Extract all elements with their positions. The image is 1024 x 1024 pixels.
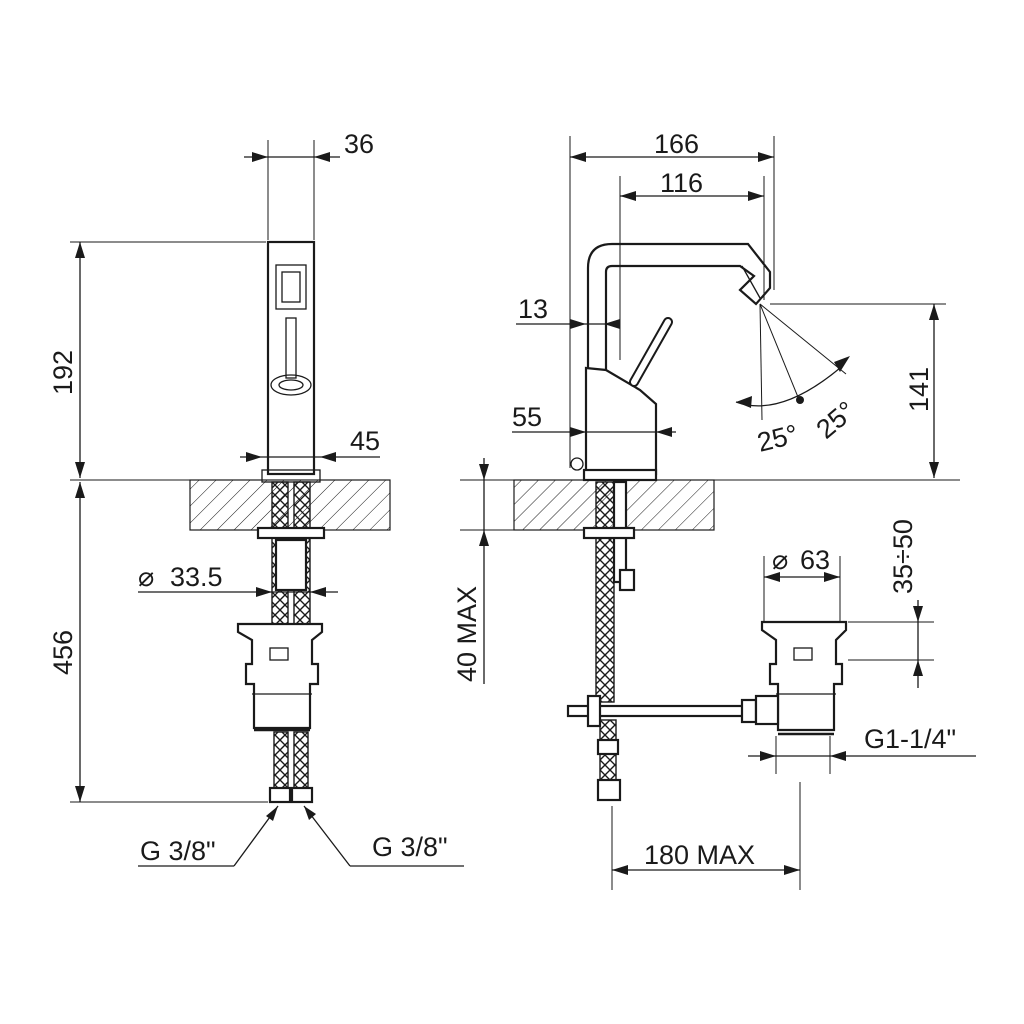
dim-front-height-lower: 456: [48, 630, 78, 675]
dim-side-offset-top: 13: [518, 294, 548, 324]
front-countertop: [189, 479, 391, 531]
side-view: 166 116 13 55 25° 25° 141: [452, 129, 976, 890]
dim-waste-offset: 180 MAX: [644, 840, 755, 870]
side-waste-body: [760, 620, 848, 732]
front-waste-body: [236, 622, 324, 730]
dim-side-reach-spout: 116: [660, 168, 703, 198]
dim-front-shank-dia-symbol: ⌀: [138, 562, 154, 592]
dim-side-spout-height: 141: [904, 367, 934, 412]
dim-side-reach-total: 166: [654, 129, 699, 159]
dim-front-shank-dia: 33.5: [170, 562, 223, 592]
dim-front-base-width: 45: [350, 426, 380, 456]
angle-right: 25°: [811, 395, 862, 444]
dim-waste-dia-symbol: ⌀: [772, 545, 788, 575]
dim-waste-thread: G1-1/4": [864, 724, 956, 754]
dim-front-width-top: 36: [344, 129, 374, 159]
dim-side-base-depth: 55: [512, 402, 542, 432]
front-view: 36 192 45 ⌀ 33.5 456 G 3/8" G: [48, 129, 464, 867]
dim-waste-range: 35÷50: [888, 519, 918, 594]
front-mixer-body: [266, 240, 316, 476]
side-spout: [586, 242, 772, 374]
dim-front-height-upper: 192: [48, 350, 78, 395]
dim-front-conn-left: G 3/8": [140, 836, 216, 866]
side-mixer-body: [584, 366, 658, 476]
dim-front-conn-right: G 3/8": [372, 832, 448, 862]
dim-waste-dia: 63: [800, 545, 830, 575]
dim-side-deck-thickness: 40 MAX: [452, 586, 482, 682]
angle-left: 25°: [754, 419, 801, 458]
